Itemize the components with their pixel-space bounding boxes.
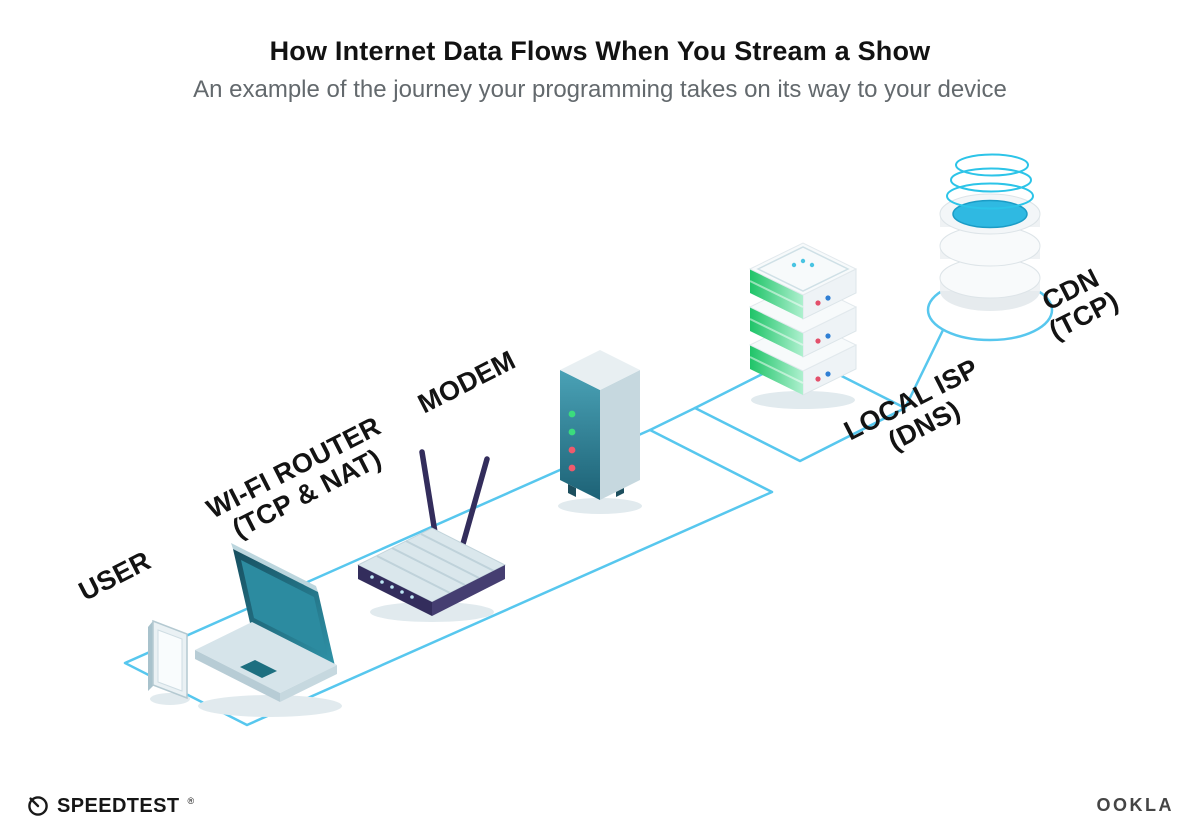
path-modem-to-isp xyxy=(648,406,697,432)
router-ribs xyxy=(376,533,495,594)
server-unit-top xyxy=(748,242,858,320)
modem-leds xyxy=(568,410,576,472)
speedtest-logo: SPEEDTEST ® xyxy=(26,794,195,818)
ookla-logo: OOKLA xyxy=(1096,795,1174,815)
user-laptop-icon xyxy=(195,543,337,702)
page-subtitle: An example of the journey your programmi… xyxy=(193,76,1007,103)
user-phone-icon xyxy=(148,619,188,700)
header: How Internet Data Flows When You Stream … xyxy=(0,36,1200,104)
page-title: How Internet Data Flows When You Stream … xyxy=(269,36,931,66)
speedtest-trademark: ® xyxy=(187,796,195,806)
cdn-database-icon xyxy=(939,153,1041,311)
modem-icon xyxy=(560,350,640,500)
speedtest-gauge-icon xyxy=(28,796,48,816)
speedtest-wordmark: SPEEDTEST xyxy=(57,794,180,817)
cdn-signal-rings xyxy=(946,153,1034,210)
router-leds xyxy=(370,575,414,599)
wifi-router-icon xyxy=(356,449,507,616)
isp-server-stack-icon xyxy=(748,242,858,396)
path-isp-to-cdn xyxy=(903,328,945,410)
